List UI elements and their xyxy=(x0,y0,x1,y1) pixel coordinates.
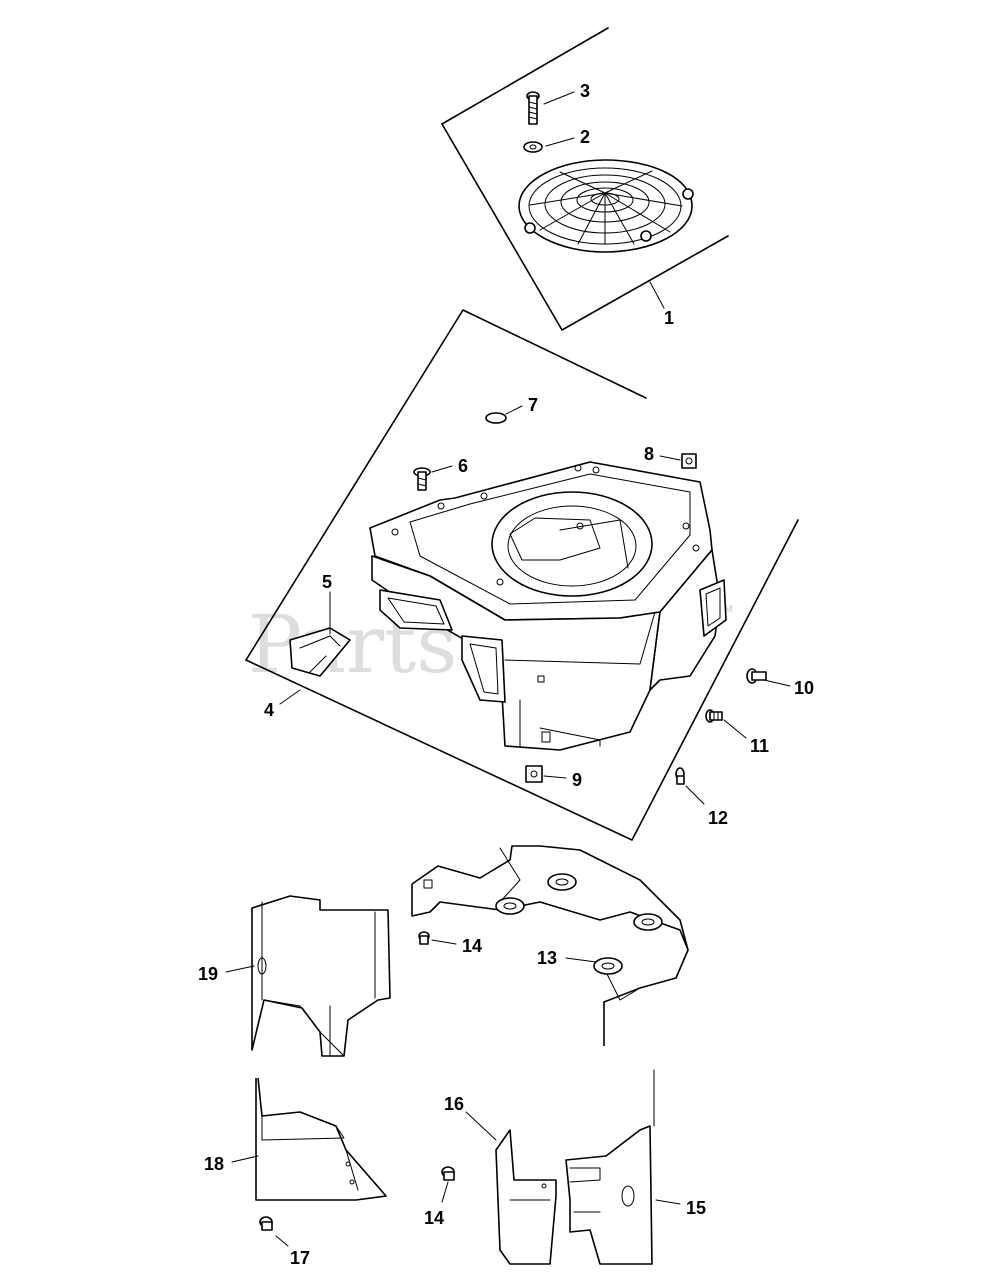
plug-7 xyxy=(485,412,507,424)
screw-14-upper xyxy=(418,931,430,945)
shroud-18 xyxy=(255,1077,387,1201)
callout-9: 9 xyxy=(572,770,582,790)
washer-2 xyxy=(523,141,543,153)
screw-11 xyxy=(705,709,723,723)
group-frame-housing xyxy=(245,309,799,841)
callout-3: 3 xyxy=(580,81,590,101)
callout-16: 16 xyxy=(444,1094,464,1114)
screw-6 xyxy=(413,467,431,491)
shroud-15 xyxy=(565,1069,655,1265)
callout-4: 4 xyxy=(264,700,274,720)
screw-14-lower xyxy=(441,1166,455,1181)
callout-19: 19 xyxy=(198,964,218,984)
callout-17: 17 xyxy=(290,1248,310,1268)
callout-2: 2 xyxy=(580,127,590,147)
callout-14-upper: 14 xyxy=(462,936,482,956)
baffle-5 xyxy=(289,627,351,677)
bolt-3 xyxy=(526,91,540,125)
shroud-19 xyxy=(251,895,391,1057)
callout-5: 5 xyxy=(322,572,332,592)
screw-12 xyxy=(675,767,685,785)
clip-9 xyxy=(525,765,543,783)
callout-12: 12 xyxy=(708,808,728,828)
callout-18: 18 xyxy=(204,1154,224,1174)
baffle-13 xyxy=(411,845,689,1046)
callout-11: 11 xyxy=(750,736,769,756)
blower-housing xyxy=(369,461,727,751)
screw-10 xyxy=(746,668,767,684)
callout-15: 15 xyxy=(686,1198,706,1218)
callout-1: 1 xyxy=(664,308,674,328)
fan-screen-1 xyxy=(518,159,694,253)
callout-8: 8 xyxy=(644,444,654,464)
callout-10: 10 xyxy=(794,678,814,698)
leader-lines xyxy=(225,91,791,1247)
callout-6: 6 xyxy=(458,456,468,476)
screw-17 xyxy=(259,1216,273,1231)
callout-7: 7 xyxy=(528,395,538,415)
callout-labels: 3 2 1 7 6 8 5 4 9 10 11 12 13 14 19 18 1… xyxy=(198,81,814,1268)
group-frame-screen xyxy=(441,27,729,331)
callout-14-lower: 14 xyxy=(424,1208,444,1228)
callout-13: 13 xyxy=(537,948,557,968)
shroud-16 xyxy=(495,1129,557,1265)
clip-8 xyxy=(681,453,697,469)
